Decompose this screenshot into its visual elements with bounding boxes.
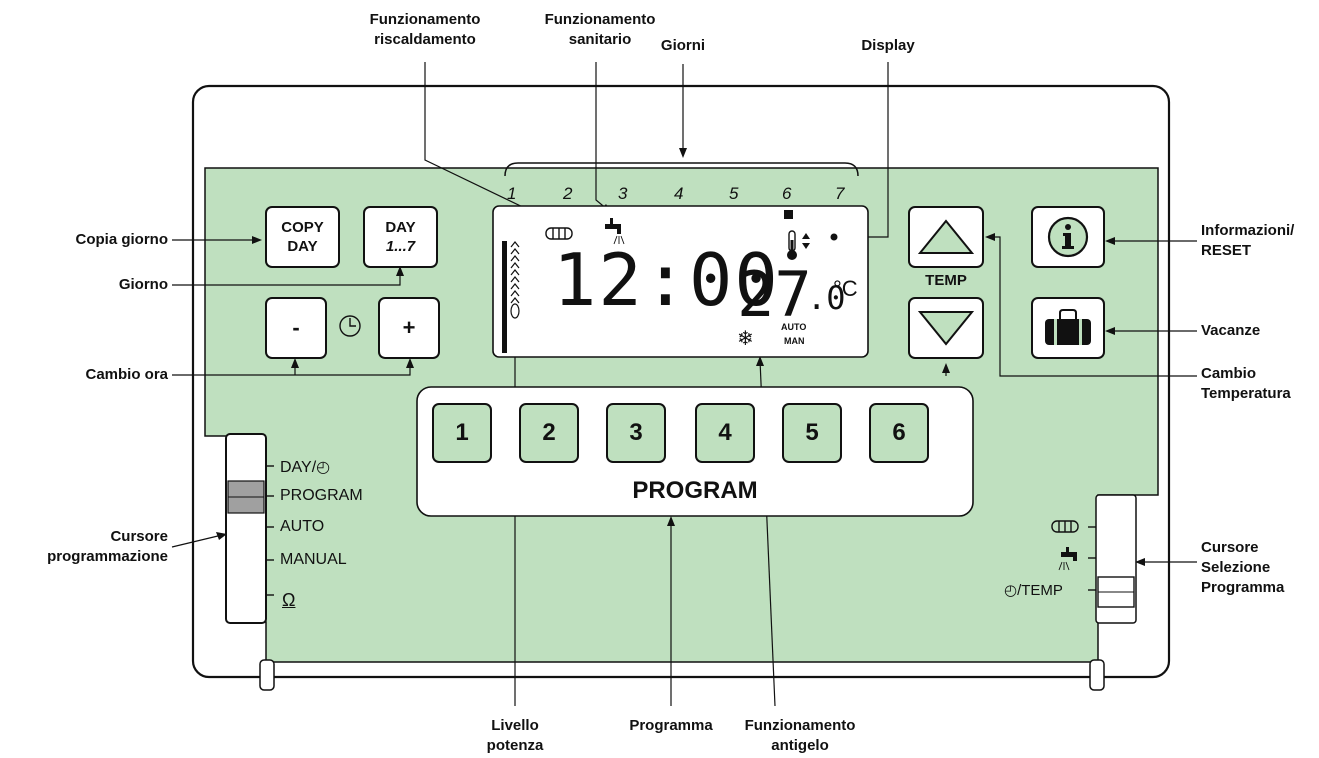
callout-programma: Programma (629, 717, 713, 734)
callout-cambio-temperatura: Cambio Temperatura (1201, 364, 1319, 404)
day-6: 6 (782, 184, 792, 203)
callout-giorni: Giorni (660, 37, 706, 54)
day-3: 3 (618, 184, 628, 203)
lcd-man-label: MAN (784, 336, 805, 346)
copy-day-label-2: DAY (287, 238, 318, 255)
tap-icon (605, 218, 621, 234)
program-button-1[interactable]: 1 (432, 403, 492, 463)
slider-label-day-clock: DAY/◴ (280, 459, 331, 476)
temp-down-button[interactable] (908, 297, 984, 359)
callout-cambio-ora: Cambio ora (85, 366, 168, 383)
program-button-6[interactable]: 6 (869, 403, 929, 463)
day-1: 1 (507, 184, 517, 203)
callout-text: Selezione (1201, 559, 1271, 576)
callout-text: Cursore (110, 528, 168, 545)
temp-up-button[interactable] (908, 206, 984, 268)
day-7: 7 (835, 184, 845, 203)
callout-text: Cursore (1201, 539, 1259, 556)
suitcase-icon (1045, 309, 1091, 345)
lcd-temp-unit: °C (833, 276, 858, 301)
left-slider-track (225, 433, 267, 624)
callout-text: Livello (491, 717, 539, 734)
callout-display: Display (861, 37, 915, 54)
callout-text: Cambio (1201, 365, 1257, 382)
callout-vacanze: Vacanze (1201, 322, 1261, 339)
copy-day-button[interactable]: COPY DAY (265, 206, 340, 268)
arrow-up-icon (917, 219, 975, 254)
tap-icon-right (1061, 547, 1077, 561)
callout-informazioni-reset: Informazioni/ RESET (1201, 221, 1319, 261)
radiator-icon-right (1051, 520, 1079, 533)
callout-text: Programma (1201, 579, 1285, 596)
program-button-5[interactable]: 5 (782, 403, 842, 463)
slider-label-auto: AUTO (280, 518, 325, 535)
lcd-auto-label: AUTO (781, 322, 807, 332)
days-bracket (504, 162, 859, 177)
info-icon (1047, 216, 1089, 258)
day-button[interactable]: DAY 1...7 (363, 206, 438, 268)
program-button-3[interactable]: 3 (606, 403, 666, 463)
callout-funzionamento-antigelo: Funzionamento antigelo (715, 716, 885, 756)
callout-text: riscaldamento (374, 31, 476, 48)
callout-text: Informazioni/ (1201, 222, 1295, 239)
callout-text: antigelo (771, 737, 829, 754)
temp-label: TEMP (925, 272, 967, 289)
day-label-2: 1...7 (385, 238, 416, 255)
callout-cursore-programmazione: Cursore programmazione (0, 527, 168, 567)
slider-label-manual: MANUAL (280, 551, 347, 568)
callout-text: sanitario (568, 31, 632, 48)
foot-left (259, 659, 275, 691)
arrow-down-icon (917, 311, 975, 346)
day-4: 4 (674, 184, 684, 203)
radiator-icon (545, 227, 573, 240)
callout-copia-giorno: Copia giorno (75, 231, 169, 248)
lcd-display (492, 205, 869, 358)
callout-text: potenza (486, 737, 544, 754)
callout-text: Funzionamento (369, 11, 481, 28)
copy-day-label-1: COPY (281, 219, 324, 236)
thermometer-icon (787, 230, 810, 260)
power-level-bar (502, 241, 507, 353)
lcd-time: 12:00 (553, 238, 780, 322)
slider-label-off: Ω (282, 590, 296, 610)
callout-text: Funzionamento (744, 717, 856, 734)
slider-label-program: PROGRAM (280, 487, 363, 504)
day-label-1: DAY (385, 219, 416, 236)
lcd-temp-decimal: .0 (807, 279, 846, 317)
callout-giorno: Giorno (118, 276, 168, 293)
foot-right (1089, 659, 1105, 691)
program-label: PROGRAM (632, 477, 758, 504)
callout-livello-potenza: Livello potenza (455, 716, 575, 756)
callout-funzionamento-sanitario: Funzionamento sanitario (500, 10, 700, 50)
display-dot (830, 233, 838, 241)
slider-label-clock-temp: ◴/TEMP (1004, 582, 1063, 599)
vacation-button[interactable] (1031, 297, 1105, 359)
callout-text: programmazione (47, 548, 168, 565)
lcd-temp-integer: 27 (737, 258, 812, 331)
program-button-2[interactable]: 2 (519, 403, 579, 463)
clock-icon (339, 315, 361, 337)
snowflake-icon: ❄ (737, 328, 754, 350)
day-2: 2 (563, 184, 573, 203)
info-reset-button[interactable] (1031, 206, 1105, 268)
day-marker (784, 210, 793, 219)
callout-cursore-selezione-programma: Cursore Selezione Programma (1201, 538, 1319, 598)
day-5: 5 (729, 184, 739, 203)
callout-text: Funzionamento (544, 11, 656, 28)
callout-funzionamento-riscaldamento: Funzionamento riscaldamento (305, 10, 545, 50)
program-button-4[interactable]: 4 (695, 403, 755, 463)
plus-button[interactable]: + (378, 297, 440, 359)
minus-button[interactable]: - (265, 297, 327, 359)
callout-text: Temperatura (1201, 385, 1291, 402)
power-level-chevrons (510, 241, 520, 319)
callout-text: RESET (1201, 242, 1252, 259)
